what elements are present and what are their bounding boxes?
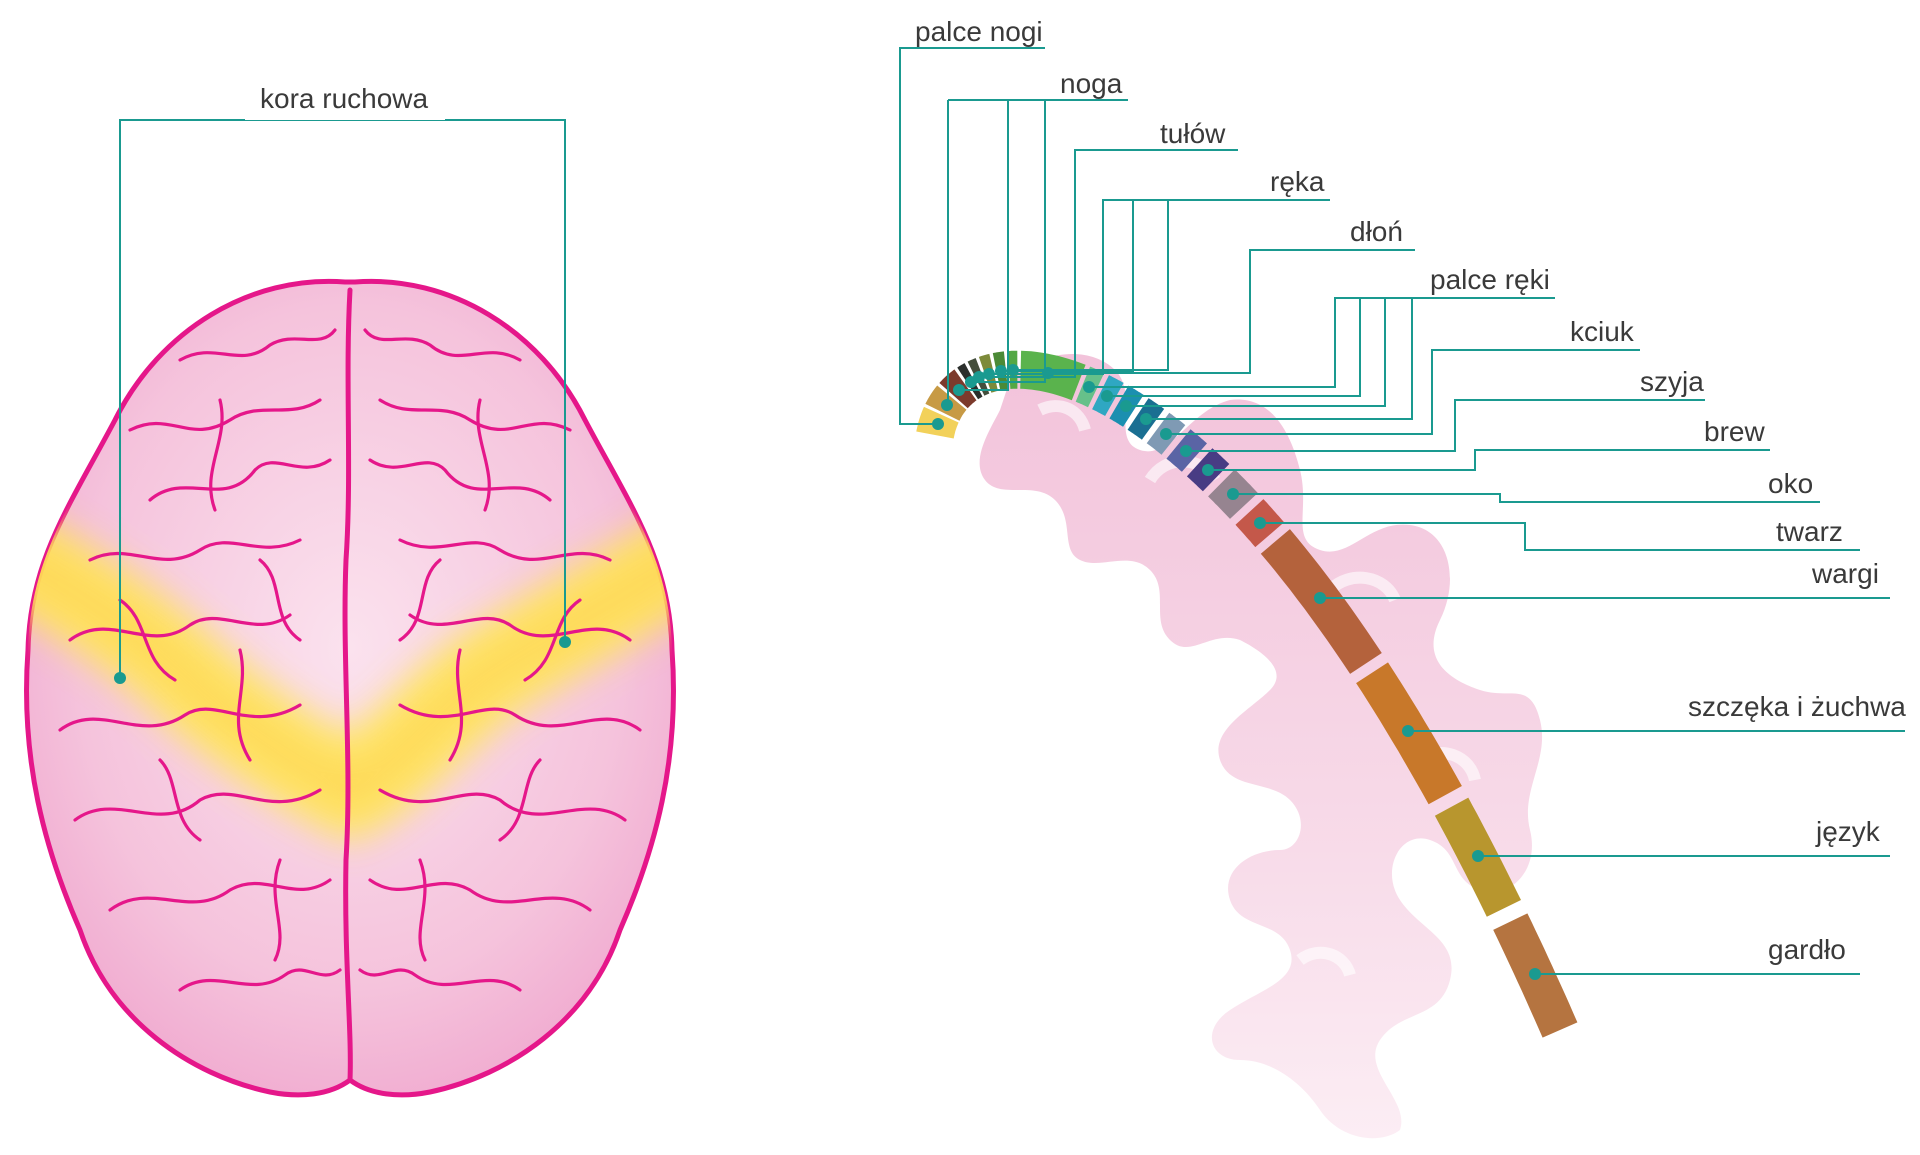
leader-line bbox=[1208, 449, 1770, 471]
label-brew: brew bbox=[1704, 416, 1765, 447]
leader-dot bbox=[1254, 517, 1266, 529]
leader-line bbox=[1166, 349, 1640, 435]
leader-dot bbox=[1180, 445, 1192, 457]
callout-dot-left bbox=[114, 672, 126, 684]
leader-line bbox=[1048, 249, 1415, 374]
leader-dot bbox=[1120, 400, 1132, 412]
leader-dot bbox=[1202, 464, 1214, 476]
motor-cortex-label: kora ruchowa bbox=[260, 83, 429, 114]
label-szczeka: szczęka i żuchwa bbox=[1688, 691, 1906, 722]
label-palce-reki: palce ręki bbox=[1430, 264, 1550, 295]
leader-line bbox=[1126, 298, 1386, 407]
label-oko: oko bbox=[1768, 468, 1814, 499]
leader-dot bbox=[1472, 850, 1484, 862]
leader-line bbox=[979, 149, 1238, 378]
leader-line bbox=[947, 100, 949, 406]
brain-gyri bbox=[58, 287, 642, 1083]
leader-dot bbox=[941, 399, 953, 411]
leader-line bbox=[971, 100, 1046, 383]
label-jezyk: język bbox=[1816, 816, 1880, 847]
leader-line bbox=[989, 199, 1330, 375]
brain-top-view bbox=[24, 80, 676, 1098]
leader-dot bbox=[1529, 968, 1541, 980]
leader-dot bbox=[1402, 725, 1414, 737]
label-dlon: dłoń bbox=[1350, 216, 1403, 247]
label-palce-nogi: palce nogi bbox=[915, 16, 1043, 47]
leader-dot bbox=[995, 365, 1007, 377]
leader-dot bbox=[973, 371, 985, 383]
leader-dot bbox=[1227, 488, 1239, 500]
leader-dot bbox=[1314, 592, 1326, 604]
leader-line bbox=[1013, 200, 1169, 371]
label-reka: ręka bbox=[1270, 166, 1325, 197]
motor-cortex-callout bbox=[114, 80, 571, 684]
label-szyja: szyja bbox=[1640, 366, 1704, 397]
leader-line bbox=[959, 100, 1009, 391]
leader-line bbox=[1146, 298, 1413, 420]
callout-dot-right bbox=[559, 636, 571, 648]
leader-dot bbox=[932, 418, 944, 430]
leader-line bbox=[1089, 297, 1555, 388]
label-gardlo: gardło bbox=[1768, 934, 1846, 965]
leader-dot bbox=[1083, 381, 1095, 393]
leader-dot bbox=[1140, 413, 1152, 425]
leader-dot bbox=[1007, 364, 1019, 376]
label-wargi: wargi bbox=[1812, 558, 1879, 589]
cortex-slice-shape bbox=[979, 353, 1543, 1139]
label-twarz: twarz bbox=[1776, 516, 1843, 547]
leader-line bbox=[1260, 522, 1860, 551]
label-tulow: tułów bbox=[1160, 118, 1226, 149]
label-leader-lines bbox=[899, 47, 1905, 980]
leader-dot bbox=[983, 368, 995, 380]
leader-dot bbox=[1160, 428, 1172, 440]
label-kciuk: kciuk bbox=[1570, 316, 1634, 347]
label-noga: noga bbox=[1060, 68, 1123, 99]
leader-dot bbox=[1101, 390, 1113, 402]
leader-line bbox=[1001, 200, 1134, 372]
brain-coronal-slice bbox=[899, 47, 1905, 1139]
leader-line bbox=[1186, 399, 1705, 452]
leader-line bbox=[1233, 493, 1820, 503]
leader-dot bbox=[1042, 367, 1054, 379]
leader-line bbox=[899, 47, 1045, 425]
leader-line bbox=[1107, 298, 1361, 397]
leader-dot bbox=[953, 384, 965, 396]
